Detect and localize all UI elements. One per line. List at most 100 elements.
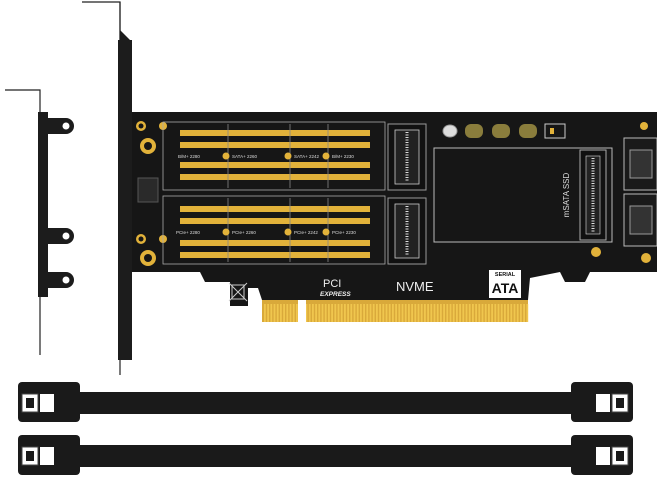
pcie-finger	[456, 304, 458, 322]
slot-bottom-label-2: PCIe+ 2260	[232, 230, 256, 235]
nvme-label: NVME	[396, 279, 434, 294]
pcie-finger	[488, 304, 490, 322]
pcie-finger	[331, 304, 333, 322]
capacitors	[442, 123, 566, 139]
pcie-finger	[356, 304, 359, 322]
pcie-finger	[273, 304, 276, 322]
m2-slot-top: B/M+ 2280 SATA+ 2260 SATA+ 2242 B/M+ 223…	[162, 121, 427, 191]
full-height-bracket-icon	[82, 1, 132, 375]
pcie-finger	[382, 304, 385, 322]
pcie-finger	[280, 304, 282, 322]
slot-top-label-3: SATA+ 2242	[294, 154, 319, 159]
pcie-finger	[344, 304, 346, 322]
pcie-finger	[308, 304, 311, 322]
pcie-finger	[337, 304, 340, 322]
pcie-finger	[379, 304, 381, 322]
pcie-finger	[481, 304, 484, 322]
pci-express-logo: PCI EXPRESS	[320, 278, 351, 298]
pcie-finger	[392, 304, 394, 322]
pcie-finger	[424, 304, 426, 322]
pcie-finger	[388, 304, 391, 322]
weee-bin-icon	[228, 282, 248, 302]
pcie-fingers	[264, 304, 529, 322]
pcie-finger	[286, 304, 289, 322]
pcie-finger	[465, 304, 468, 322]
pcie-finger	[523, 304, 525, 322]
pcie-finger	[475, 304, 477, 322]
pcie-finger	[446, 304, 449, 322]
pcie-finger	[292, 304, 295, 322]
pci-label: PCI	[323, 278, 341, 290]
sata-logo-main: ATA	[492, 280, 519, 296]
pcie-finger	[504, 304, 506, 322]
msata-slot: mSATA SSD	[433, 147, 613, 243]
pcie-finger	[443, 304, 445, 322]
pcie-finger	[497, 304, 500, 322]
pcie-finger	[491, 304, 493, 322]
pcie-finger	[267, 304, 269, 322]
pcie-finger	[430, 304, 433, 322]
controller-chip	[137, 177, 159, 203]
serial-ata-logo: SERIAL ATA	[489, 270, 521, 298]
pcie-finger	[510, 304, 513, 322]
pcie-finger	[363, 304, 365, 322]
pcie-finger	[395, 304, 397, 322]
pcie-finger	[289, 304, 292, 322]
pcie-finger	[516, 304, 519, 322]
pcie-finger	[427, 304, 429, 322]
pcie-finger	[452, 304, 455, 322]
pcie-finger	[404, 304, 407, 322]
pcie-finger	[340, 304, 343, 322]
pcie-finger	[264, 304, 266, 322]
pcie-finger	[401, 304, 404, 322]
pcie-finger	[417, 304, 420, 322]
low-profile-bracket-icon	[5, 89, 74, 355]
slot-bottom-label-4: PCIe+ 2230	[332, 230, 356, 235]
express-label: EXPRESS	[320, 291, 351, 298]
m2-slot-bottom: PCIe+ 2280 PCIe+ 2260 PCIe+ 2242 PCIe+ 2…	[162, 195, 427, 265]
pcie-finger	[520, 304, 522, 322]
pcie-finger	[321, 304, 324, 322]
pcie-finger	[353, 304, 356, 322]
pcie-finger	[440, 304, 442, 322]
sata-logo-top: SERIAL	[495, 272, 516, 278]
pcie-finger	[478, 304, 481, 322]
pcie-finger	[315, 304, 317, 322]
pcie-finger	[398, 304, 401, 322]
slot-top-label-4: B/M+ 2230	[332, 154, 354, 159]
slot-bottom-label-1: PCIe+ 2280	[176, 230, 200, 235]
pcie-finger	[385, 304, 388, 322]
pcie-finger	[369, 304, 372, 322]
slot-top-label-2: SATA+ 2260	[232, 154, 257, 159]
pcie-finger	[408, 304, 410, 322]
pcie-finger	[318, 304, 321, 322]
pcie-finger	[433, 304, 436, 322]
pcie-finger	[513, 304, 516, 322]
pcie-finger	[324, 304, 327, 322]
pcie-finger	[420, 304, 423, 322]
pcie-finger	[494, 304, 497, 322]
sata-ports	[623, 137, 657, 247]
pcie-finger	[270, 304, 273, 322]
adapter-card: B/M+ 2280 SATA+ 2260 SATA+ 2242 B/M+ 223…	[132, 112, 657, 324]
mounting-holes	[136, 121, 651, 266]
pcie-finger	[283, 304, 285, 322]
msata-label: mSATA SSD	[562, 172, 571, 217]
pcie-finger	[436, 304, 439, 322]
pcie-finger	[350, 304, 353, 322]
pcie-finger	[360, 304, 362, 322]
sata-cable-top-icon	[18, 382, 633, 422]
pcie-finger	[472, 304, 474, 322]
pcie-finger	[328, 304, 330, 322]
pcie-finger	[312, 304, 314, 322]
pcie-finger	[372, 304, 375, 322]
pcie-finger	[334, 304, 337, 322]
pcie-finger	[411, 304, 413, 322]
pcie-finger	[296, 304, 298, 322]
pcie-finger	[484, 304, 487, 322]
pcie-finger	[276, 304, 279, 322]
slot-bottom-label-3: PCIe+ 2242	[294, 230, 318, 235]
sata-cable-bottom-icon	[18, 435, 633, 475]
pcie-finger	[526, 304, 529, 322]
